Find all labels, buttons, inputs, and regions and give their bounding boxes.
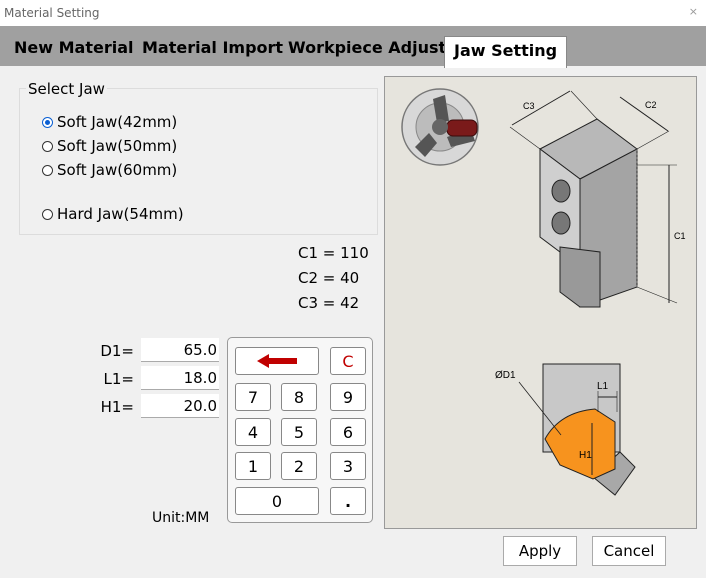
left-arrow-icon	[257, 354, 297, 368]
radio-button[interactable]	[42, 208, 53, 220]
tab-material-import[interactable]: Material Import	[142, 38, 284, 57]
jaw-diagram: C3 C2 C1 L1 ØD1 H1	[384, 76, 697, 529]
c3-value: C3 = 42	[298, 294, 360, 312]
radio-label: Soft Jaw(42mm)	[57, 113, 178, 131]
key-dot[interactable]: .	[330, 487, 366, 515]
radio-label: Hard Jaw(54mm)	[57, 205, 184, 223]
radio-soft-jaw-42[interactable]: Soft Jaw(42mm)	[42, 113, 177, 131]
clear-button[interactable]: C	[330, 347, 366, 375]
key-1[interactable]: 1	[235, 452, 271, 480]
tab-bar: New Material Material Import Workpiece A…	[0, 26, 706, 68]
jaw-diagram-svg: C3 C2 C1 L1 ØD1 H1	[401, 88, 686, 496]
key-5[interactable]: 5	[281, 418, 317, 446]
l1-label: L1=	[103, 370, 134, 388]
h1-label: H1=	[100, 398, 134, 416]
diagram-label-d1: ØD1	[495, 370, 516, 381]
unit-label: Unit:MM	[152, 510, 210, 526]
l1-input[interactable]	[141, 366, 219, 390]
key-4[interactable]: 4	[235, 418, 271, 446]
key-2[interactable]: 2	[281, 452, 317, 480]
tab-workpiece-adjust[interactable]: Workpiece Adjust	[288, 38, 447, 57]
diagram-label-c2: C2	[645, 100, 657, 110]
numeric-keypad: C 7 8 9 4 5 6 1 2 3 0 .	[227, 337, 373, 523]
d1-input[interactable]	[141, 338, 219, 362]
h1-input[interactable]	[141, 394, 219, 418]
radio-label: Soft Jaw(60mm)	[57, 161, 178, 179]
radio-label: Soft Jaw(50mm)	[57, 137, 178, 155]
tab-jaw-setting[interactable]: Jaw Setting	[444, 36, 568, 68]
key-6[interactable]: 6	[330, 418, 366, 446]
radio-button[interactable]	[42, 164, 53, 176]
c2-value: C2 = 40	[298, 269, 360, 287]
radio-button-selected[interactable]	[42, 116, 53, 128]
d1-label: D1=	[100, 342, 134, 360]
chuck-icon	[401, 88, 479, 166]
apply-button[interactable]: Apply	[503, 536, 577, 566]
c1-value: C1 = 110	[298, 244, 369, 262]
diagram-label-c1: C1	[674, 231, 686, 241]
window-title: Material Setting	[4, 6, 100, 20]
title-bar: Material Setting ×	[0, 0, 706, 26]
key-3[interactable]: 3	[330, 452, 366, 480]
key-8[interactable]: 8	[281, 383, 317, 411]
diagram-label-h1: H1	[579, 450, 592, 461]
radio-soft-jaw-60[interactable]: Soft Jaw(60mm)	[42, 161, 177, 179]
key-9[interactable]: 9	[330, 383, 366, 411]
close-icon[interactable]: ×	[688, 5, 698, 18]
jaw-profile-drawing: L1 ØD1 H1	[495, 363, 636, 496]
radio-button[interactable]	[42, 140, 53, 152]
tab-new-material[interactable]: New Material	[14, 38, 134, 57]
select-jaw-group	[19, 88, 378, 235]
key-0[interactable]: 0	[235, 487, 319, 515]
radio-hard-jaw-54[interactable]: Hard Jaw(54mm)	[42, 205, 184, 223]
diagram-label-l1: L1	[597, 381, 609, 392]
key-7[interactable]: 7	[235, 383, 271, 411]
diagram-label-c3: C3	[523, 101, 535, 111]
select-jaw-title: Select Jaw	[26, 80, 107, 98]
radio-soft-jaw-50[interactable]: Soft Jaw(50mm)	[42, 137, 177, 155]
cancel-button[interactable]: Cancel	[592, 536, 666, 566]
jaw-block-drawing: C3 C2 C1	[509, 90, 686, 308]
backspace-button[interactable]	[235, 347, 319, 375]
